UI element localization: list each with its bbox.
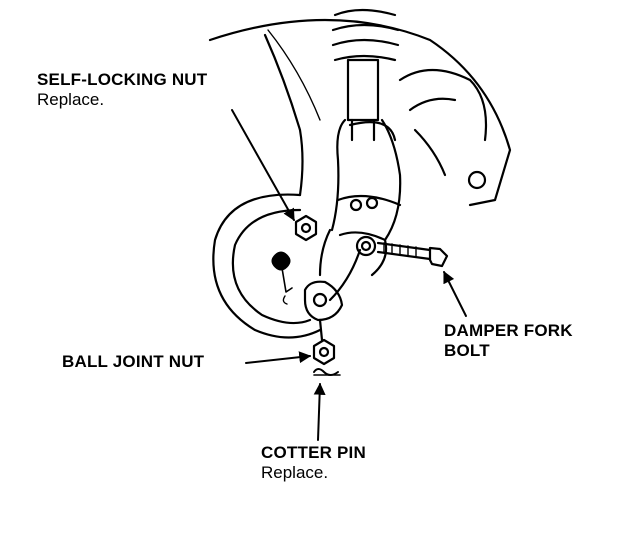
- ball-joint-nut-title: BALL JOINT NUT: [62, 352, 205, 371]
- shock-absorber: [331, 8, 400, 142]
- arrow-damper-fork-bolt: [443, 270, 467, 317]
- leader-arrows: [231, 109, 467, 441]
- damper-fork-bolt-label: DAMPER FORK BOLT: [444, 321, 573, 361]
- ball-joint-nut-label: BALL JOINT NUT: [62, 352, 204, 372]
- damper-fork-bolt-line2: BOLT: [444, 341, 490, 361]
- lower-arm: [318, 69, 488, 302]
- self-locking-nut-title: SELF-LOCKING NUT: [37, 70, 208, 89]
- damper-fork-bolt-part: [355, 235, 449, 268]
- arrow-ball-joint-nut: [245, 351, 312, 364]
- arrow-self-locking-nut: [231, 109, 295, 222]
- self-locking-nut-part: [294, 214, 318, 242]
- damper-fork-bolt-line1: DAMPER FORK: [444, 321, 573, 340]
- arrow-cotter-pin: [313, 382, 326, 441]
- brake-disc: [212, 193, 322, 339]
- cotter-pin-title: COTTER PIN: [261, 443, 366, 462]
- fender-outline: [208, 18, 512, 207]
- ball-joint-nut-part: [312, 338, 336, 366]
- knuckle: [303, 280, 344, 342]
- cotter-pin-note: Replace.: [261, 463, 329, 483]
- damper-fork: [330, 118, 402, 277]
- self-locking-nut-label: SELF-LOCKING NUT Replace.: [37, 70, 207, 110]
- self-locking-nut-note: Replace.: [37, 90, 105, 110]
- cotter-pin-part: [313, 368, 341, 376]
- cotter-pin-label: COTTER PIN Replace.: [261, 443, 366, 483]
